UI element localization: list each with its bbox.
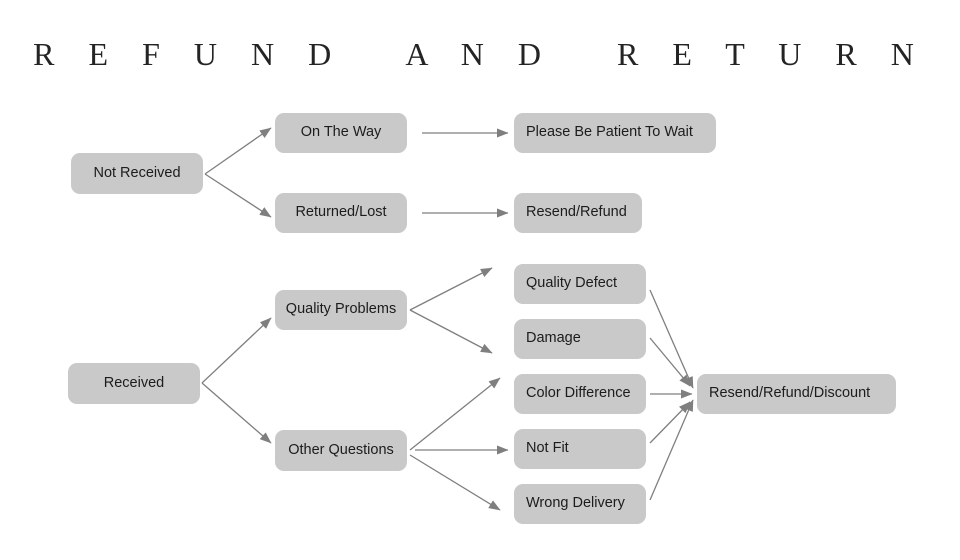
quality-problems-to-quality-defect [409,267,493,311]
node-on-the-way[interactable]: On The Way [275,113,407,153]
quality-problems-to-damage [409,309,493,354]
node-label: Resend/Refund/Discount [709,385,871,402]
node-label: Quality Defect [526,275,618,292]
node-label: Received [103,374,165,391]
node-damage[interactable]: Damage [514,319,646,359]
node-label: Not Received [93,164,181,181]
node-wrong-delivery[interactable]: Wrong Delivery [514,484,646,524]
node-received[interactable]: Received [68,363,200,404]
node-other-questions[interactable]: Other Questions [275,430,407,471]
node-color-difference[interactable]: Color Difference [514,374,646,414]
node-quality-problems[interactable]: Quality Problems [275,290,407,330]
not-received-to-returned-lost [204,173,272,218]
wrong-delivery-to-final [649,399,694,501]
node-resend-refund-discount[interactable]: Resend/Refund/Discount [697,374,896,414]
node-label: Quality Problems [285,301,397,318]
received-to-other-questions [201,382,272,444]
node-quality-defect[interactable]: Quality Defect [514,264,646,304]
other-questions-to-color-difference [409,377,501,451]
node-please-be-patient-to-wait[interactable]: Please Be Patient To Wait [514,113,716,153]
node-label: Wrong Delivery [526,495,625,512]
not-fit-to-final [649,401,691,444]
node-resend-refund[interactable]: Resend/Refund [514,193,642,233]
node-label: Other Questions [288,441,394,458]
received-to-quality-problems [201,317,272,384]
node-label: Color Difference [526,385,631,402]
node-not-fit[interactable]: Not Fit [514,429,646,469]
node-not-received[interactable]: Not Received [71,153,203,194]
node-label: Not Fit [526,440,569,457]
page-title: R E F U N D A N D R E T U R N [33,36,927,72]
damage-to-final [649,337,691,387]
node-label: Resend/Refund [526,204,627,221]
other-questions-to-wrong-delivery [409,454,501,511]
node-label: Damage [526,330,581,347]
node-label: Returned/Lost [295,204,387,221]
node-label: On The Way [300,124,382,141]
not-received-to-on-the-way [204,127,272,175]
node-returned-lost[interactable]: Returned/Lost [275,193,407,233]
node-label: Please Be Patient To Wait [526,124,693,141]
quality-defect-to-final [649,289,694,389]
